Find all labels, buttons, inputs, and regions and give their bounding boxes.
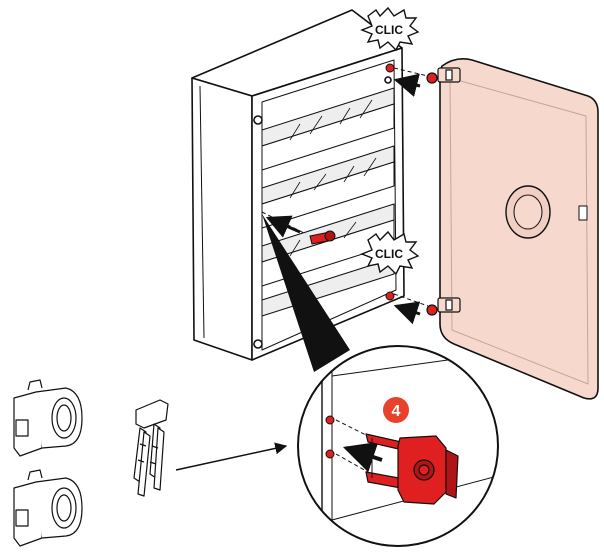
step-number: 4 [392, 403, 401, 420]
door-latch-icon [578, 205, 588, 221]
arrow-icon [393, 73, 421, 325]
step-badge: 4 [383, 397, 409, 423]
screw-icon [253, 115, 263, 125]
zoom-detail-circle [297, 345, 499, 547]
door-inner-rim [449, 77, 589, 385]
clic-label-bottom: CLIC [375, 247, 403, 261]
lock-inner-icon [513, 194, 543, 230]
rail-window-2b [261, 161, 395, 229]
clic-label-top: CLIC [375, 23, 403, 37]
hinge-clip-icon [13, 379, 83, 457]
enclosure-side-inner [199, 85, 205, 339]
insertion-guides-door [393, 67, 429, 307]
door-panel [439, 58, 599, 400]
hinge-pin-icon [365, 433, 459, 505]
glass-reflections [289, 99, 377, 257]
hinge-clip-top [426, 67, 461, 84]
clic-badge-top: CLIC [360, 6, 420, 52]
arrow-icon [265, 215, 301, 238]
rail-window-1b [261, 103, 395, 171]
hinge-hole-bottom [385, 291, 395, 301]
screw-icon [253, 339, 263, 349]
screw-icon [384, 76, 392, 84]
arrow-icon [175, 442, 288, 471]
hinge-pin-icon [133, 399, 169, 497]
hinge-clip-icon [13, 469, 83, 547]
hinge-pin-mid [309, 230, 336, 245]
hinge-clip-bottom [426, 297, 461, 316]
clic-badge-bottom: CLIC [360, 230, 420, 276]
hinge-hole-top [385, 63, 395, 73]
zoom-callout-wedge [262, 214, 350, 372]
